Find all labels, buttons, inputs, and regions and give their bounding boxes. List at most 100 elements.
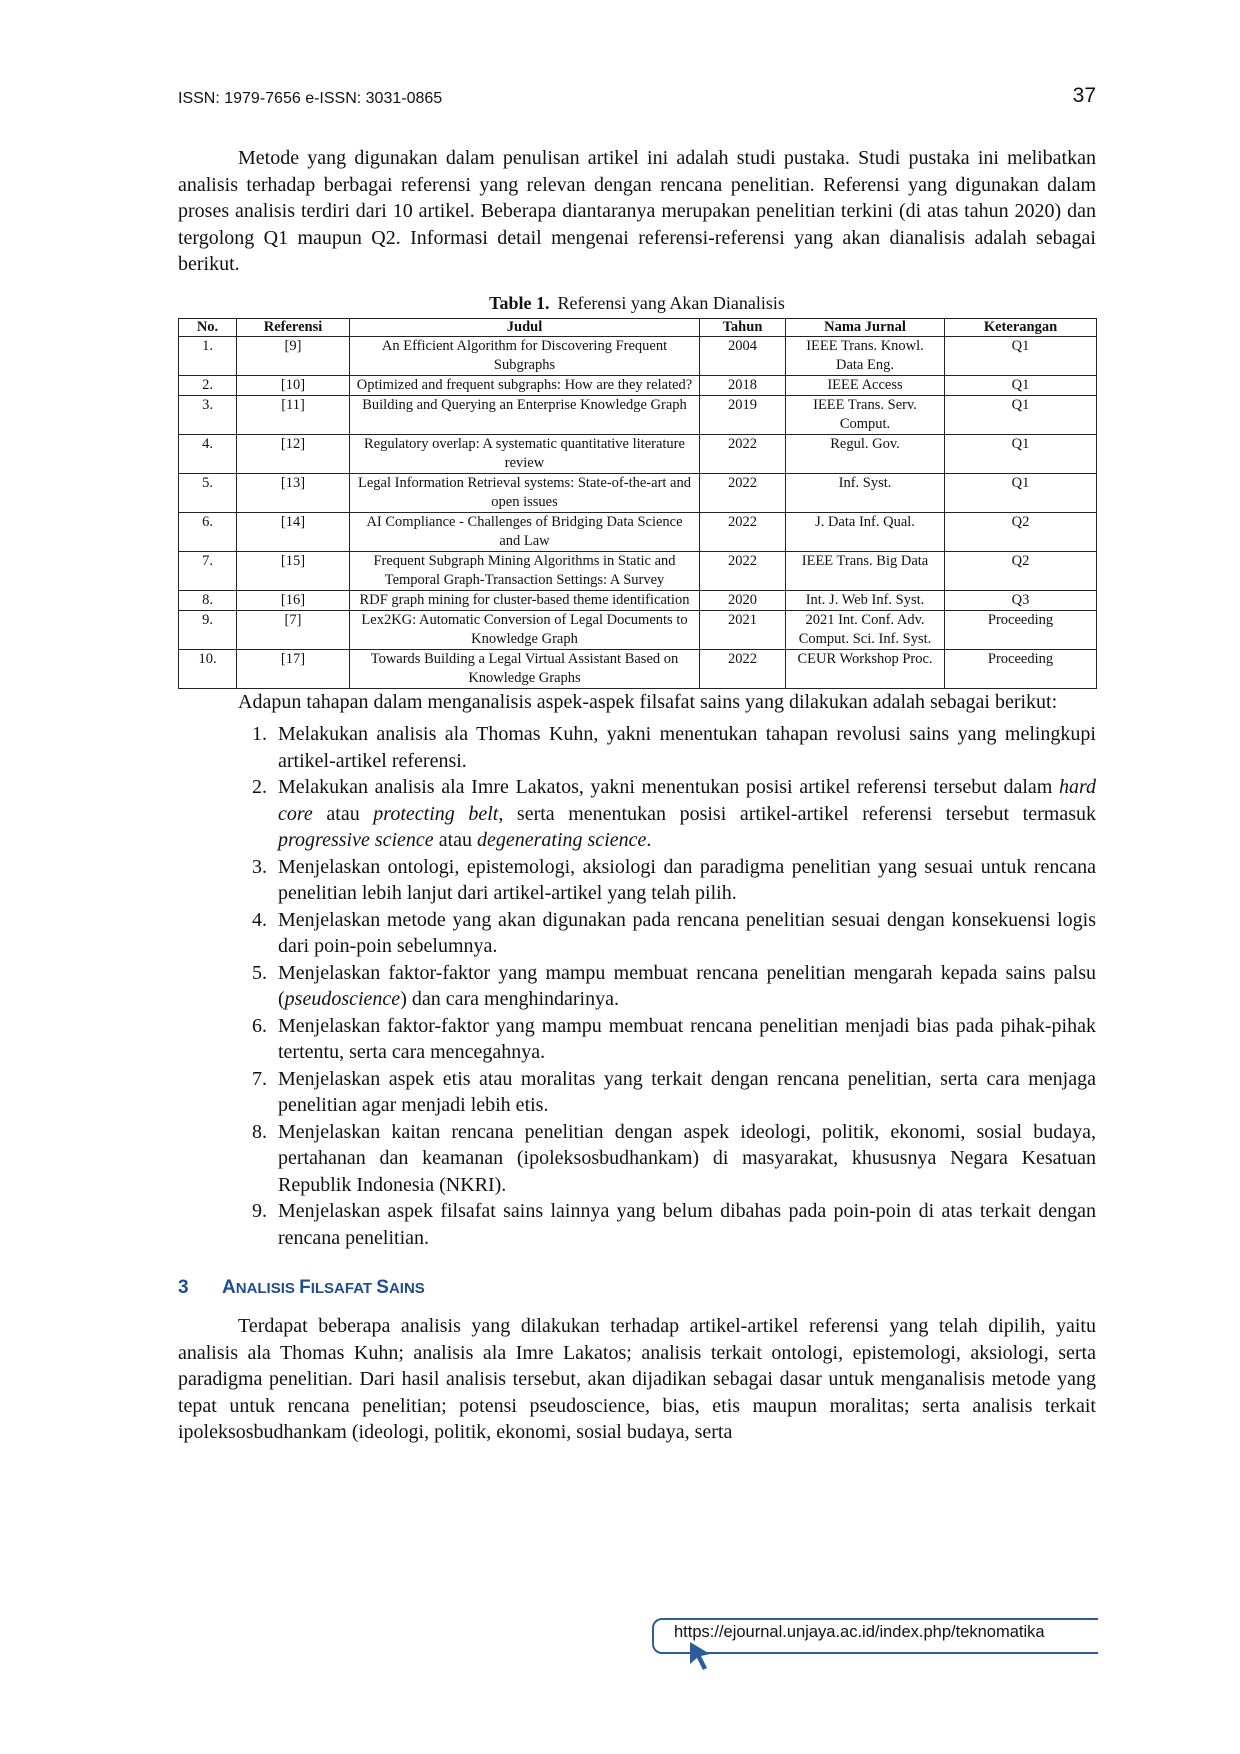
cell-nama-jurnal: IEEE Trans. Knowl. Data Eng. xyxy=(785,335,945,376)
cell-referensi: [10] xyxy=(236,374,350,396)
cell-tahun: 2022 xyxy=(699,472,786,513)
cell-no: 3. xyxy=(178,394,237,435)
cell-no: 8. xyxy=(178,589,237,611)
title-rest: NALISIS xyxy=(235,1280,300,1297)
list-item: Menjelaskan faktor-faktor yang mampu mem… xyxy=(272,960,1096,1013)
page-content: Metode yang digunakan dalam penulisan ar… xyxy=(178,145,1097,1446)
step-text: Menjelaskan faktor-faktor yang mampu mem… xyxy=(278,1014,1096,1064)
cell-no: 1. xyxy=(178,335,237,376)
table-row: 9.[7]Lex2KG: Automatic Conversion of Leg… xyxy=(178,609,1097,650)
header-col-keterangan: Keterangan xyxy=(944,317,1097,337)
cell-judul: Towards Building a Legal Virtual Assista… xyxy=(349,648,700,689)
step-text: Menjelaskan faktor-faktor yang mampu mem… xyxy=(278,961,1096,1011)
cell-referensi: [14] xyxy=(236,511,350,552)
section-title: ANALISIS FILSAFAT SAINS xyxy=(222,1277,425,1299)
cell-referensi: [15] xyxy=(236,550,350,591)
header-col-referensi: Referensi xyxy=(236,317,350,337)
list-item: Menjelaskan faktor-faktor yang mampu mem… xyxy=(272,1013,1096,1066)
header-issn: ISSN: 1979-7656 e-ISSN: 3031-0865 xyxy=(178,90,443,107)
section-number: 3 xyxy=(178,1277,189,1298)
cell-keterangan: Q1 xyxy=(944,472,1097,513)
table-row: 10.[17]Towards Building a Legal Virtual … xyxy=(178,648,1097,689)
list-item: Menjelaskan aspek filsafat sains lainnya… xyxy=(272,1198,1096,1251)
cell-keterangan: Q1 xyxy=(944,394,1097,435)
table-row: 5.[13]Legal Information Retrieval system… xyxy=(178,472,1097,513)
cell-tahun: 2004 xyxy=(699,335,786,376)
stages-paragraph: Adapun tahapan dalam menganalisis aspek-… xyxy=(238,690,1058,713)
analysis-steps-list: Melakukan analisis ala Thomas Kuhn, yakn… xyxy=(178,721,1096,1251)
step-text: atau xyxy=(312,802,374,825)
cell-tahun: 2022 xyxy=(699,511,786,552)
cell-referensi: [11] xyxy=(236,394,350,435)
step-text: Melakukan analisis ala Thomas Kuhn, yakn… xyxy=(278,723,1096,772)
cell-keterangan: Q2 xyxy=(944,550,1097,591)
cell-no: 6. xyxy=(178,511,237,552)
cell-judul: Regulatory overlap: A systematic quantit… xyxy=(349,433,700,474)
italic-term: protecting belt xyxy=(373,802,499,825)
italic-term: degenerating science xyxy=(477,829,647,851)
step-text: . xyxy=(646,829,652,851)
footer-link[interactable]: https://ejournal.unjaya.ac.id/index.php/… xyxy=(652,1618,1102,1678)
cell-tahun: 2022 xyxy=(699,550,786,591)
cell-referensi: [16] xyxy=(236,589,350,611)
header-col-judul: Judul xyxy=(349,317,700,337)
step-text: Menjelaskan metode yang akan digunakan p… xyxy=(278,908,1096,958)
cell-referensi: [12] xyxy=(236,433,350,474)
cell-tahun: 2020 xyxy=(699,589,786,611)
section-heading: 3 ANALISIS FILSAFAT SAINS xyxy=(178,1277,1096,1299)
title-initial: S xyxy=(376,1277,389,1298)
footer-url[interactable]: https://ejournal.unjaya.ac.id/index.php/… xyxy=(674,1623,1045,1641)
table-body: 1.[9]An Efficient Algorithm for Discover… xyxy=(178,335,1097,689)
page-number: 37 xyxy=(1072,84,1096,107)
table-row: 1.[9]An Efficient Algorithm for Discover… xyxy=(178,335,1097,376)
cell-nama-jurnal: Regul. Gov. xyxy=(785,433,945,474)
step-text: Menjelaskan aspek filsafat sains lainnya… xyxy=(278,1200,1096,1249)
intro-paragraph: Metode yang digunakan dalam penulisan ar… xyxy=(178,147,1096,275)
cell-judul: Optimized and frequent subgraphs: How ar… xyxy=(349,374,700,396)
step-text: Menjelaskan aspek etis atau moralitas ya… xyxy=(278,1067,1096,1117)
step-text: , serta menentukan posisi artikel-artike… xyxy=(498,802,1096,825)
cell-keterangan: Proceeding xyxy=(944,609,1097,650)
table-row: 7.[15]Frequent Subgraph Mining Algorithm… xyxy=(178,550,1097,591)
header-col-tahun: Tahun xyxy=(699,317,786,337)
italic-term: progressive science xyxy=(278,829,434,851)
step-text: Menjelaskan kaitan rencana penelitian de… xyxy=(278,1120,1096,1196)
table-row: 4.[12]Regulatory overlap: A systematic q… xyxy=(178,433,1097,474)
cell-keterangan: Q2 xyxy=(944,511,1097,552)
cell-no: 9. xyxy=(178,609,237,650)
step-text: Menjelaskan ontologi, epistemologi, aksi… xyxy=(278,855,1096,905)
title-initial: F xyxy=(299,1277,311,1298)
cell-no: 5. xyxy=(178,472,237,513)
cell-no: 4. xyxy=(178,433,237,474)
cursor-arrow-icon xyxy=(690,1642,710,1670)
cell-referensi: [17] xyxy=(236,648,350,689)
list-item: Menjelaskan metode yang akan digunakan p… xyxy=(272,907,1096,960)
italic-term: hard core xyxy=(278,776,1096,825)
table-row: 8.[16]RDF graph mining for cluster-based… xyxy=(178,589,1097,611)
table-caption: Table 1.Referensi yang Akan Dianalisis xyxy=(178,292,1096,314)
cell-no: 2. xyxy=(178,374,237,396)
italic-term: pseudoscience xyxy=(284,988,401,1010)
cell-tahun: 2018 xyxy=(699,374,786,396)
cell-nama-jurnal: Inf. Syst. xyxy=(785,472,945,513)
list-item: Menjelaskan aspek etis atau moralitas ya… xyxy=(272,1066,1096,1119)
cell-nama-jurnal: 2021 Int. Conf. Adv. Comput. Sci. Inf. S… xyxy=(785,609,945,650)
cell-judul: Building and Querying an Enterprise Know… xyxy=(349,394,700,435)
cell-judul: An Efficient Algorithm for Discovering F… xyxy=(349,335,700,376)
step-text: Melakukan analisis ala Imre Lakatos, yak… xyxy=(278,776,1059,798)
cell-nama-jurnal: IEEE Trans. Big Data xyxy=(785,550,945,591)
cell-keterangan: Q1 xyxy=(944,335,1097,376)
cell-nama-jurnal: Int. J. Web Inf. Syst. xyxy=(785,589,945,611)
table-row: 2.[10]Optimized and frequent subgraphs: … xyxy=(178,374,1097,396)
list-item: Menjelaskan kaitan rencana penelitian de… xyxy=(272,1119,1096,1199)
cell-keterangan: Q1 xyxy=(944,374,1097,396)
title-initial: A xyxy=(222,1277,236,1298)
cell-judul: Lex2KG: Automatic Conversion of Legal Do… xyxy=(349,609,700,650)
title-rest: ILSAFAT xyxy=(310,1280,377,1297)
cell-keterangan: Q1 xyxy=(944,433,1097,474)
list-item: Menjelaskan ontologi, epistemologi, aksi… xyxy=(272,854,1096,907)
cell-judul: Legal Information Retrieval systems: Sta… xyxy=(349,472,700,513)
cell-tahun: 2022 xyxy=(699,433,786,474)
